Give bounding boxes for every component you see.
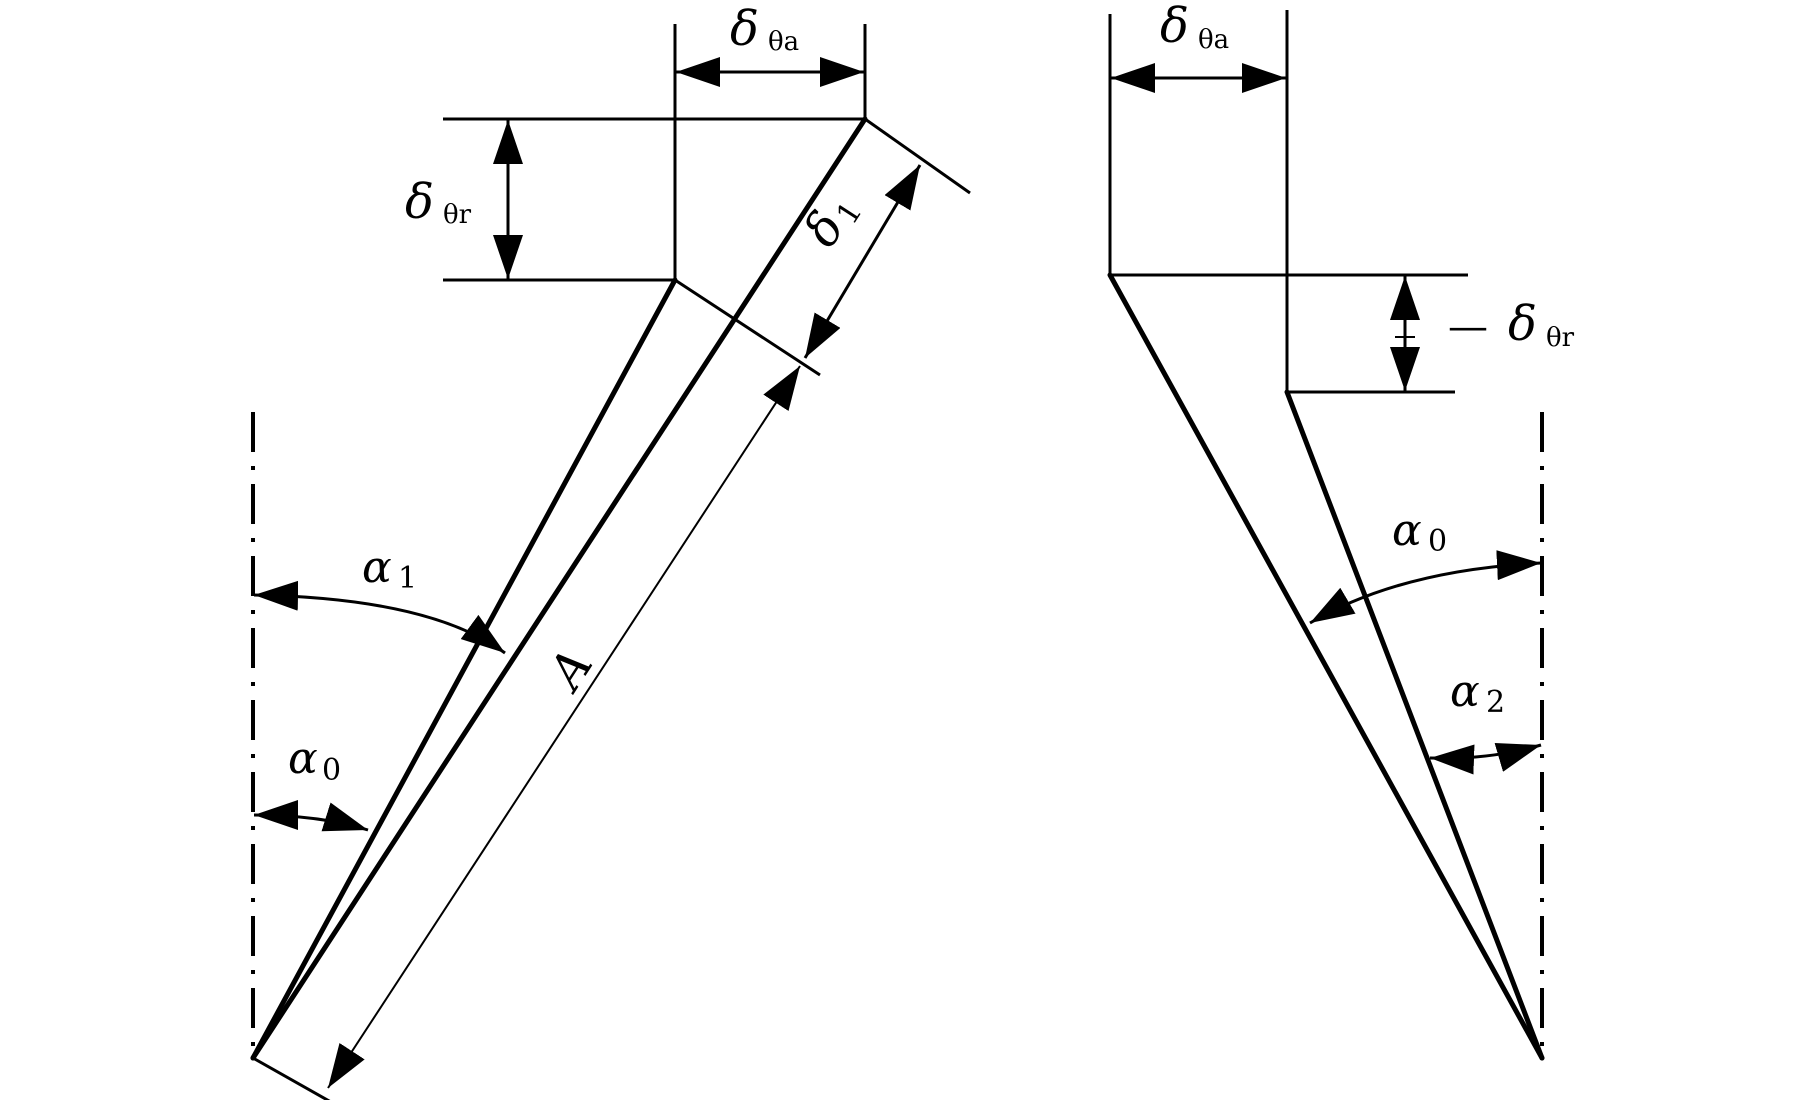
subscript: 0	[1428, 524, 1447, 559]
left-outer-edge	[250, 277, 678, 1061]
left-A-dim	[327, 365, 801, 1089]
right-delta-theta-a-label: δ θa	[1160, 0, 1229, 55]
right-alpha-0-label: α 0	[1392, 505, 1447, 559]
subscript: θa	[768, 27, 799, 57]
subscript: θa	[1198, 25, 1229, 55]
subscript: 1	[398, 561, 417, 596]
left-delta-theta-a-label: δ θa	[730, 1, 799, 57]
right-alpha-2-arc	[1429, 743, 1542, 775]
subscript: 0	[322, 753, 341, 788]
right-alpha-0-arc	[1309, 550, 1542, 625]
symbol-delta: δ	[1160, 0, 1189, 54]
subscript: θr	[443, 200, 472, 230]
left-delta-1-label: δ 1	[793, 196, 869, 257]
right-inner-edge	[1284, 389, 1545, 1061]
left-figure: δ θa δ θr δ 1 A α 1 α 0	[250, 1, 971, 1100]
left-perp-top	[864, 117, 971, 195]
left-A-label: A	[536, 639, 604, 702]
symbol-alpha: α	[1392, 505, 1422, 556]
symbol-delta: δ	[405, 174, 434, 230]
left-alpha-1-label: α 1	[362, 542, 417, 596]
left-alpha-0-label: α 0	[288, 733, 341, 788]
right-outer-edge	[1107, 272, 1545, 1061]
subscript: 2	[1486, 685, 1505, 720]
symbol-A: A	[536, 639, 604, 702]
left-perp-mid	[674, 278, 821, 377]
left-inner-edge	[250, 116, 868, 1061]
leader-dash: —	[1448, 304, 1488, 350]
left-perp-bottom	[252, 1056, 331, 1100]
symbol-alpha: α	[288, 733, 318, 784]
symbol-alpha: α	[362, 542, 392, 593]
left-delta-1-dim	[803, 164, 922, 359]
right-delta-theta-r-label: — δ θr	[1448, 296, 1575, 353]
symbol-alpha: α	[1450, 666, 1480, 717]
right-alpha-2-label: α 2	[1450, 666, 1505, 720]
left-alpha-1-arc	[253, 580, 506, 655]
left-delta-theta-r-label: δ θr	[405, 174, 472, 230]
right-figure: δ θa — δ θr α 0 α 2	[1107, 0, 1575, 1061]
symbol-delta: δ	[730, 1, 759, 57]
left-alpha-0-arc	[253, 800, 369, 832]
subscript: θr	[1546, 323, 1575, 353]
symbol-delta: δ	[1508, 296, 1537, 352]
